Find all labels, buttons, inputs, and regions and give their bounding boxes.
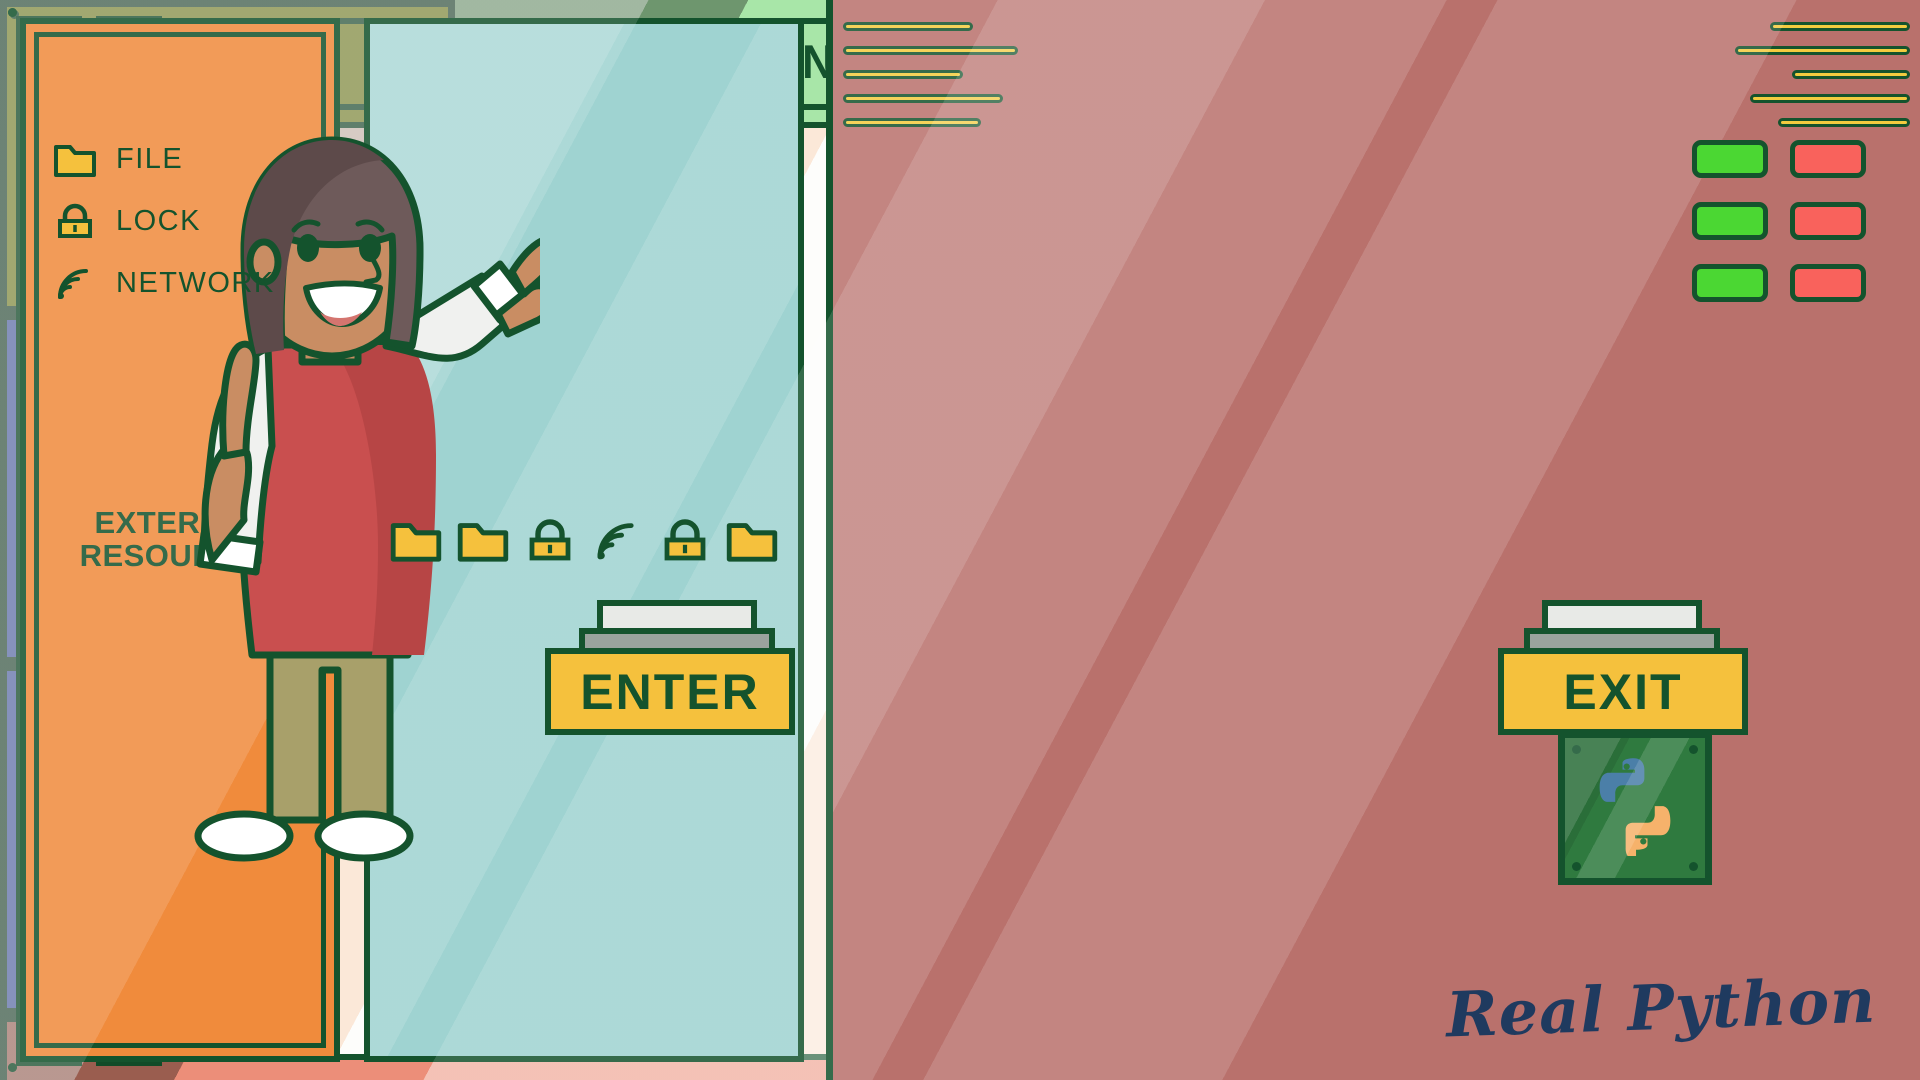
enter-button-cap[interactable]: ENTER bbox=[545, 648, 795, 735]
enter-button-label: ENTER bbox=[580, 663, 760, 720]
exit-button-cap[interactable]: EXIT bbox=[1498, 648, 1748, 735]
exit-status-indicator[interactable] bbox=[1790, 140, 1866, 178]
enter-status-indicator[interactable] bbox=[1692, 264, 1768, 302]
resource-icon-strip bbox=[364, 18, 804, 1062]
folder-icon bbox=[52, 139, 98, 179]
list-item: FILE bbox=[30, 128, 1890, 190]
base-right-section bbox=[826, 0, 1920, 1080]
enter-button[interactable]: ENTER bbox=[545, 600, 795, 735]
folder-icon bbox=[727, 523, 778, 562]
list-item: NETWORK bbox=[30, 252, 1890, 314]
exit-status-indicator[interactable] bbox=[1790, 264, 1866, 302]
lock-icon bbox=[52, 201, 98, 241]
enter-status-indicator[interactable] bbox=[1692, 202, 1768, 240]
resource-label: FILE bbox=[116, 142, 184, 175]
enter-status-indicator[interactable] bbox=[1692, 140, 1768, 178]
exit-button[interactable]: EXIT bbox=[1498, 600, 1748, 735]
real-python-logo: Real Python bbox=[1444, 963, 1878, 1052]
network-icon bbox=[52, 263, 98, 303]
list-item: LOCK bbox=[30, 190, 1890, 252]
folder-icon bbox=[390, 523, 441, 562]
resource-label: LOCK bbox=[116, 204, 201, 237]
folder-icon bbox=[457, 523, 509, 562]
network-icon bbox=[597, 523, 634, 560]
resource-label: NETWORK bbox=[116, 266, 275, 299]
exit-button-label: EXIT bbox=[1563, 663, 1683, 720]
presenter-character bbox=[120, 130, 540, 890]
python-logo-plate bbox=[1558, 731, 1712, 885]
python-logo-icon bbox=[1599, 758, 1671, 856]
lock-icon bbox=[529, 519, 571, 561]
exit-status-indicator[interactable] bbox=[1790, 202, 1866, 240]
lock-icon bbox=[664, 519, 706, 561]
